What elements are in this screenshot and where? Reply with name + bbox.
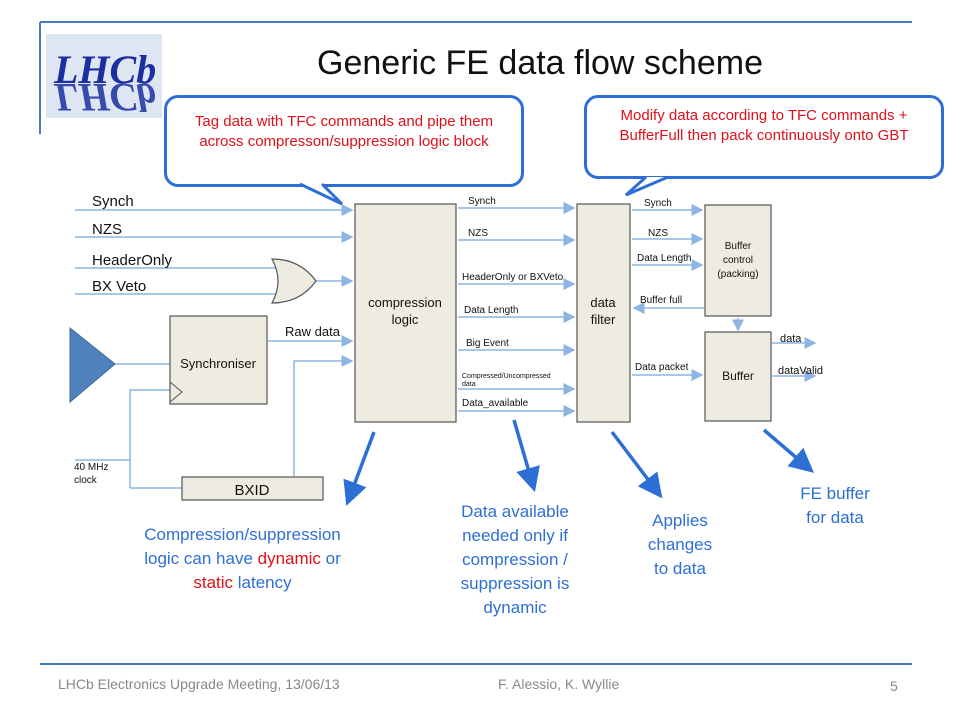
c-bigevent-label: Big Event (466, 338, 509, 349)
compression-label-2: logic (392, 312, 419, 327)
o-data-label: data (780, 333, 802, 345)
callout-tag-data: Tag data with TFC commands and pipe them… (164, 95, 524, 187)
applies-line3: to data (654, 559, 706, 578)
dynamic-word: dynamic (257, 549, 321, 568)
clock-input-icon (169, 381, 183, 403)
clock-label-1: 40 MHz (74, 462, 108, 473)
f-nzs-label: NZS (648, 228, 668, 239)
synch-label: Synch (92, 193, 134, 210)
synchroniser-label: Synchroniser (180, 356, 257, 371)
callout-tag-data-text: Tag data with TFC commands and pipe them… (194, 113, 494, 150)
compression-label-1: compression (368, 295, 442, 310)
buffer-control-label-2: control (723, 255, 753, 266)
applies-changes-note: Applies changes to data (620, 509, 740, 581)
or-word: or (320, 549, 341, 568)
arrow-compression-annotation (343, 431, 376, 506)
page-number: 5 (890, 678, 898, 694)
c-datalength-label: Data Length (464, 305, 519, 316)
c-nzs-label: NZS (468, 228, 488, 239)
footer-meeting: LHCb Electronics Upgrade Meeting, 13/06/… (58, 676, 340, 692)
lhcb-logo: LHCb LHCb (46, 34, 162, 118)
f-synch-label: Synch (644, 198, 672, 209)
page-title: Generic FE data flow scheme (317, 44, 763, 82)
compression-latency-note: Compression/suppression logic can have d… (100, 523, 385, 595)
data-available-line5: dynamic (483, 598, 547, 617)
arrow-data-available-annotation (512, 419, 540, 493)
headeronly-label: HeaderOnly (92, 252, 173, 269)
c-dataavailable-label: Data_available (462, 398, 529, 409)
c-synch-label: Synch (468, 196, 496, 207)
data-available-line4: suppression is (460, 574, 570, 593)
callout-modify-data: Modify data according to TFC commands + … (584, 95, 944, 179)
c-compressed-label-2: data (462, 381, 476, 388)
applies-line2: changes (647, 535, 713, 554)
filter-label-2: filter (591, 312, 616, 327)
buffer-block (704, 331, 772, 422)
data-available-note: Data available needed only if compressio… (430, 500, 600, 620)
clock-line (75, 389, 170, 461)
buffer-label: Buffer (722, 369, 754, 383)
data-available-line1: Data available (461, 502, 569, 521)
footer-authors: F. Alessio, K. Wyllie (498, 676, 620, 692)
c-compressed-label-1: Compressed/Uncompressed (462, 373, 551, 380)
arrow-fe-buffer-annotation (762, 428, 814, 473)
compression-note-line1: Compression/suppression (144, 525, 341, 544)
filter-label-1: data (590, 295, 616, 310)
f-datapacket-label: Data packet (635, 362, 689, 373)
bxveto-label: BX Veto (92, 278, 146, 295)
synchroniser-block (169, 315, 268, 405)
fe-buffer-line1: FE buffer (800, 484, 870, 503)
buffer-control-block (704, 204, 772, 317)
or-gate (270, 258, 317, 304)
lhcb-logo-text: LHCb (54, 47, 157, 92)
arrow-applies-annotation (610, 430, 663, 499)
buffer-control-label-1: Buffer (725, 241, 752, 252)
callout-tail-right (624, 175, 669, 197)
raw-data-label: Raw data (285, 324, 341, 339)
data-filter-block (576, 203, 631, 423)
compression-logic-block (354, 203, 457, 423)
nzs-label: NZS (92, 221, 122, 238)
callout-tail-left (299, 182, 344, 206)
data-available-line2: needed only if (462, 526, 568, 545)
buffer-control-label-3: (packing) (717, 269, 758, 280)
f-datalength-label: Data Length (637, 253, 692, 264)
latency-word: latency (233, 573, 292, 592)
applies-line1: Applies (652, 511, 708, 530)
bxid-line (293, 355, 354, 476)
callout-modify-data-text: Modify data according to TFC commands + … (619, 107, 909, 144)
clock-label-2: clock (74, 475, 98, 486)
compression-note-text: logic can have (144, 549, 258, 568)
static-word: static (193, 573, 234, 592)
c-headeronly-label: HeaderOnly or BXVeto (462, 272, 564, 283)
amplifier-icon (69, 326, 116, 404)
fe-buffer-note: FE buffer for data (775, 482, 895, 530)
f-bufferfull-label: Buffer full (640, 295, 682, 306)
bxid-label: BXID (234, 482, 269, 499)
o-datavalid-label: dataValid (778, 365, 823, 377)
data-available-line3: compression / (462, 550, 568, 569)
fe-buffer-line2: for data (806, 508, 864, 527)
bxid-block (181, 476, 324, 501)
